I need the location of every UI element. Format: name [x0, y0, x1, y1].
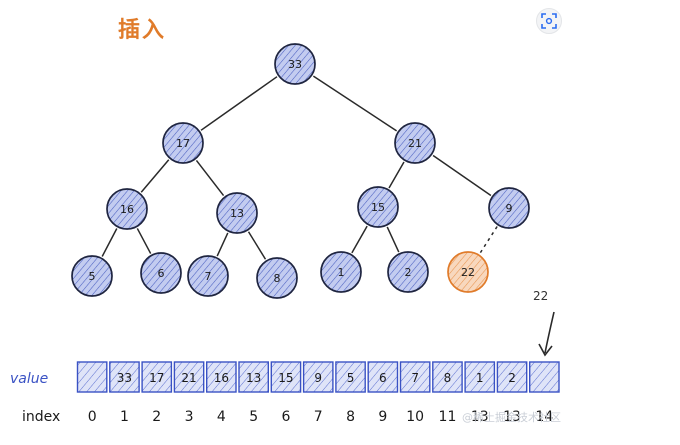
- array-index: 11: [439, 409, 457, 425]
- array-index: 5: [249, 409, 258, 425]
- array-cell: 9: [302, 361, 334, 393]
- tree-edge: [200, 76, 278, 131]
- node-label: 16: [120, 203, 134, 216]
- node-label: 5: [89, 270, 96, 283]
- array-cell: 8: [432, 361, 463, 393]
- array-index: 2: [152, 409, 161, 425]
- tree-node: 2: [387, 251, 429, 293]
- node-label: 6: [158, 267, 165, 280]
- tree-node: 7: [187, 255, 229, 297]
- array-index: 9: [378, 409, 387, 425]
- tree-edge: [195, 159, 225, 197]
- tree-node: 9: [488, 187, 530, 229]
- array-value: 7: [411, 371, 419, 385]
- array-index: 1: [120, 409, 129, 425]
- array-cell: 17: [141, 361, 173, 393]
- array-cell: [76, 361, 108, 393]
- array-index: 6: [281, 409, 290, 425]
- array-cell: 21: [173, 361, 205, 393]
- array-index: 10: [406, 409, 424, 425]
- tree-edge: [136, 228, 152, 254]
- tree-node: 17: [162, 122, 204, 164]
- array-value: 16: [214, 371, 229, 385]
- array-index: 13: [471, 409, 489, 425]
- tree-node: 5: [71, 255, 113, 297]
- node-label: 13: [230, 207, 244, 220]
- node-label: 15: [371, 201, 385, 214]
- array-index: 13: [503, 409, 521, 425]
- tree-edge: [140, 159, 170, 193]
- array-value: 8: [444, 371, 452, 385]
- array-value: 6: [379, 371, 387, 385]
- node-label: 1: [338, 266, 345, 279]
- array-value: 17: [149, 371, 164, 385]
- array-index: 7: [314, 409, 323, 425]
- scan-icon: [541, 13, 557, 29]
- tree-edge: [432, 154, 492, 197]
- tree-node: 16: [106, 188, 148, 230]
- inserted-node: 22: [447, 251, 489, 293]
- diagram-title: 插入: [118, 18, 167, 43]
- tree-node: 15: [357, 186, 399, 228]
- array-cell: 33: [109, 361, 140, 393]
- tree-node: 8: [256, 257, 298, 299]
- array-cell: 15: [270, 361, 302, 393]
- array-value: 13: [246, 371, 261, 385]
- array-value: 15: [278, 371, 293, 385]
- array-cell: [529, 361, 560, 393]
- tree-edge: [386, 226, 400, 253]
- tree-edge: [247, 231, 267, 260]
- array-index: 8: [346, 409, 355, 425]
- array-cell: 13: [238, 361, 269, 393]
- tree-node: 1: [320, 251, 362, 293]
- node-label: 22: [461, 266, 475, 279]
- node-label: 7: [205, 270, 212, 283]
- tree-edge: [216, 232, 229, 257]
- insert-arrow: [538, 311, 555, 357]
- array-cell: 7: [399, 361, 431, 393]
- array-index: 4: [217, 409, 226, 425]
- array-value: 1: [476, 371, 484, 385]
- array-cell: 6: [367, 361, 399, 393]
- tree-edge: [101, 228, 118, 257]
- array-value: 2: [508, 371, 516, 385]
- tree-edge: [312, 75, 398, 132]
- insert-note: 22: [533, 289, 549, 303]
- array-value: 21: [181, 371, 196, 385]
- array-index: 0: [88, 409, 97, 425]
- scan-button[interactable]: [536, 8, 562, 34]
- node-label: 33: [288, 58, 302, 71]
- tree-node: 33: [274, 43, 316, 85]
- node-label: 8: [274, 272, 281, 285]
- tree-node: 21: [394, 122, 436, 164]
- node-label: 9: [506, 202, 513, 215]
- tree-node: 13: [216, 192, 258, 234]
- node-label: 21: [408, 137, 422, 150]
- array-value: 5: [347, 371, 355, 385]
- array-value: 33: [117, 371, 132, 385]
- tree-node: 6: [140, 252, 182, 294]
- node-label: 17: [176, 137, 190, 150]
- array-cell: 1: [464, 361, 496, 393]
- array-cell: 5: [335, 361, 366, 393]
- watermark: @稀土掘金技术社区: [462, 411, 561, 424]
- array-value: 9: [314, 371, 322, 385]
- index-row-label: index: [22, 409, 60, 425]
- array-index: 3: [185, 409, 194, 425]
- value-row-label: value: [10, 371, 48, 387]
- node-label: 2: [405, 266, 412, 279]
- tree-edge: [388, 161, 405, 189]
- array-cell: 16: [205, 361, 237, 393]
- tree-edge: [351, 225, 368, 254]
- array-index: 14: [535, 409, 553, 425]
- array-cell: 2: [496, 361, 528, 393]
- tree-edge: [479, 226, 498, 254]
